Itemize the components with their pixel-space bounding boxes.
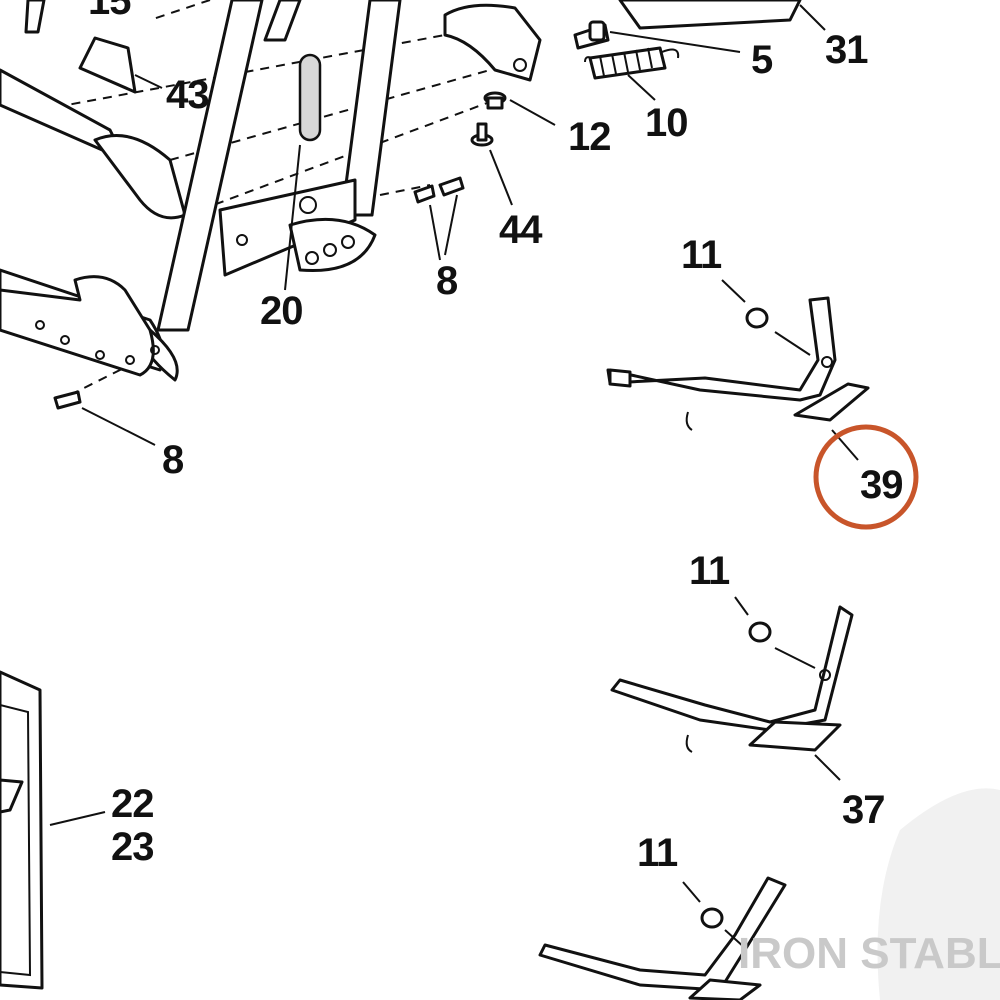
- callout-5: 5: [751, 38, 773, 82]
- part-31: [618, 0, 802, 30]
- bolt-5: [573, 20, 610, 50]
- callout-22: 22: [111, 782, 154, 826]
- highlight-circle: [813, 424, 919, 530]
- decal-20: [298, 53, 322, 142]
- callout-43: 43: [166, 73, 209, 117]
- callout-8-upper: 8: [436, 259, 458, 303]
- screw-8-lower: [53, 390, 82, 410]
- screws-8-upper: [413, 176, 465, 204]
- callout-39: 39: [860, 463, 903, 507]
- callout-11-bottom: 11: [637, 831, 678, 875]
- jiffy-stand-37: [610, 605, 854, 753]
- callout-8-lower: 8: [162, 438, 184, 482]
- callout-44: 44: [499, 208, 543, 252]
- callout-23: 23: [111, 825, 154, 869]
- callout-37: 37: [842, 788, 885, 832]
- watermark-text: IRON STABLE: [738, 929, 1000, 978]
- callout-31: 31: [825, 28, 868, 72]
- callout-12: 12: [568, 115, 611, 159]
- spring-10: [584, 46, 680, 80]
- watermark-shape: [877, 788, 1000, 1000]
- bumper-11b: [748, 621, 772, 643]
- manual-22-23: [0, 670, 44, 990]
- bumper-11c: [700, 907, 724, 929]
- callout-15: 15: [88, 0, 131, 23]
- pin-44: [470, 122, 494, 147]
- leader-lines: [49, 4, 859, 949]
- callout-20: 20: [260, 289, 303, 333]
- part-43: [78, 36, 137, 94]
- callout-11-top: 11: [681, 233, 722, 277]
- callout-11-middle: 11: [689, 549, 730, 593]
- bushing-12: [483, 91, 507, 110]
- bumper-11a: [745, 307, 769, 329]
- jiffy-stand-bottom: [538, 876, 787, 1000]
- frame-assembly: [0, 0, 802, 410]
- jiffy-stand-39: [606, 296, 870, 431]
- callout-10: 10: [645, 101, 688, 145]
